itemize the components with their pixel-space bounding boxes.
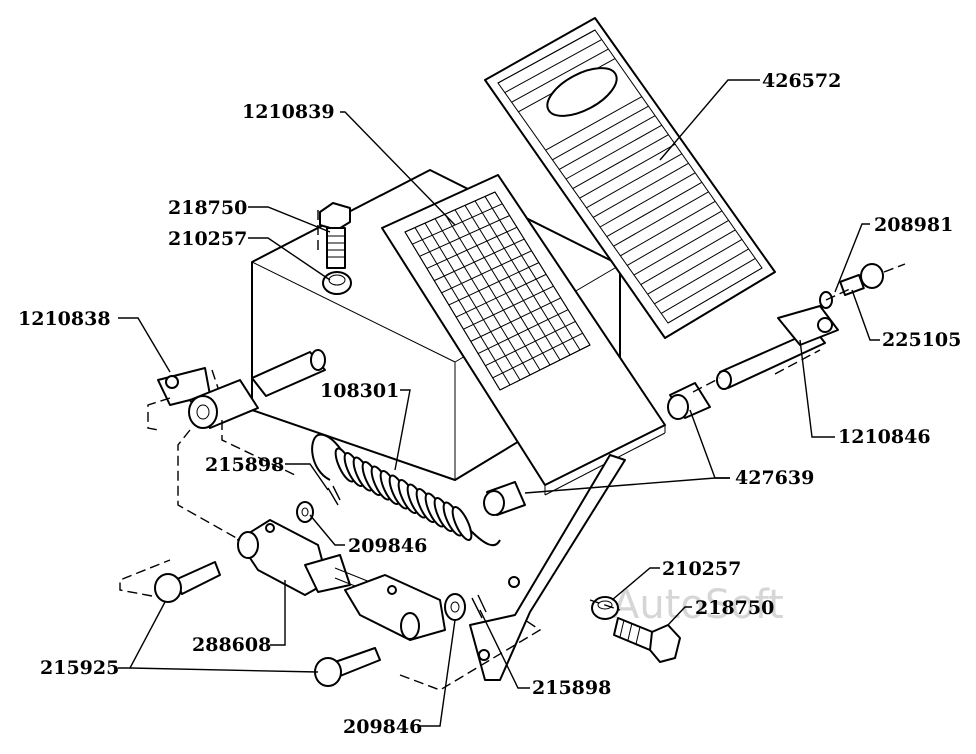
label-208981: 208981 xyxy=(874,214,953,236)
watermark: AutoSoft xyxy=(612,582,784,628)
label-209846-mid: 209846 xyxy=(348,535,427,557)
crosshatch-line xyxy=(412,203,503,245)
pad-rib xyxy=(565,124,663,180)
crosshatch-line xyxy=(494,191,591,346)
pad-rib xyxy=(620,200,716,257)
crosshatch-line xyxy=(414,227,511,386)
crosshatch-line xyxy=(424,222,521,381)
pin-215925-upper xyxy=(154,561,221,603)
label-426572: 426572 xyxy=(762,70,841,92)
label-427639: 427639 xyxy=(735,467,814,489)
pad-rib xyxy=(647,239,743,295)
pad-rib xyxy=(572,134,669,190)
pad-rib xyxy=(545,96,643,151)
bush-427639-upper xyxy=(667,382,711,420)
fork-288608 xyxy=(237,519,446,641)
crosshatch-line xyxy=(477,309,569,354)
pad-rib xyxy=(667,267,763,324)
crosshatch-line xyxy=(448,262,540,306)
crosshatch-line xyxy=(463,285,554,330)
crosshatch-line xyxy=(426,226,518,269)
crosshatch-line xyxy=(485,321,576,367)
crosshatch-line xyxy=(419,215,510,257)
pad-rib xyxy=(633,219,729,276)
spring-108301 xyxy=(311,433,501,547)
crosshatch-line xyxy=(441,250,532,294)
pin-215925-lower xyxy=(314,647,381,687)
label-215898-bottom: 215898 xyxy=(532,677,611,699)
washer-209846-lower xyxy=(444,593,466,621)
crosshatch-line xyxy=(464,205,561,361)
assembly-dashed-lines xyxy=(119,205,906,691)
cotter-pin-215898-upper xyxy=(327,485,341,506)
crosshatch-line xyxy=(470,297,561,342)
pad-rib xyxy=(613,191,709,247)
axle-1210846 xyxy=(716,305,839,390)
label-210257-bottom: 210257 xyxy=(662,558,741,580)
crosshatch-line xyxy=(434,218,531,376)
pad-rib xyxy=(504,39,602,94)
pad-rib xyxy=(558,115,656,170)
bush-427639-lower xyxy=(483,481,526,516)
label-108301: 108301 xyxy=(320,380,399,402)
pad-rib xyxy=(654,248,749,305)
pad-rib xyxy=(592,162,689,218)
crosshatch-line xyxy=(454,209,551,366)
label-209846-bottom: 209846 xyxy=(343,716,422,738)
bolt-218750-top xyxy=(319,202,351,269)
pad-rib xyxy=(586,153,683,209)
nut-210257-top xyxy=(322,271,352,295)
pad-rib xyxy=(497,29,596,84)
crosshatch-line xyxy=(455,273,547,318)
pedal-lever-arm xyxy=(469,454,626,681)
label-215925: 215925 xyxy=(40,657,119,679)
label-210257-top: 210257 xyxy=(168,228,247,250)
crosshatch-line xyxy=(492,332,583,379)
spring-coil xyxy=(451,505,473,542)
label-1210838: 1210838 xyxy=(18,308,111,330)
bolt-218750-bottom xyxy=(613,617,681,663)
washer-209846-upper xyxy=(296,501,314,523)
pad-rib xyxy=(511,48,609,103)
crosshatch-line xyxy=(444,213,541,371)
pad-rib xyxy=(606,181,703,238)
label-218750-top: 218750 xyxy=(168,197,247,219)
label-215898-left: 215898 xyxy=(205,454,284,476)
pad-rib xyxy=(552,105,649,161)
part-labels: 426572 1210839 218750 210257 208981 2251… xyxy=(18,70,961,738)
crosshatch-line xyxy=(474,200,571,356)
bracket-1210838 xyxy=(157,349,326,429)
pedal-plate-1210839 xyxy=(381,174,666,496)
crosshatch-line xyxy=(434,238,525,282)
label-218750-bottom: 218750 xyxy=(695,597,774,619)
label-1210846: 1210846 xyxy=(838,426,931,448)
rubber-pad-426572 xyxy=(484,17,776,339)
crosshatch-line xyxy=(499,344,591,391)
pad-rib xyxy=(660,258,756,314)
pad-rib xyxy=(640,229,736,286)
pad-rib xyxy=(599,172,696,228)
label-225105: 225105 xyxy=(882,329,961,351)
pad-rib xyxy=(579,143,676,199)
cotter-pin-215898-lower xyxy=(471,594,487,619)
label-288608: 288608 xyxy=(192,634,271,656)
crosshatch-line xyxy=(484,196,581,351)
pad-rib xyxy=(626,210,723,266)
label-1210839: 1210839 xyxy=(242,101,335,123)
crosshatch-line xyxy=(404,191,496,233)
nut-210257-bottom xyxy=(591,596,619,620)
crosshatch-line xyxy=(404,231,501,391)
leader-lines xyxy=(118,79,880,727)
